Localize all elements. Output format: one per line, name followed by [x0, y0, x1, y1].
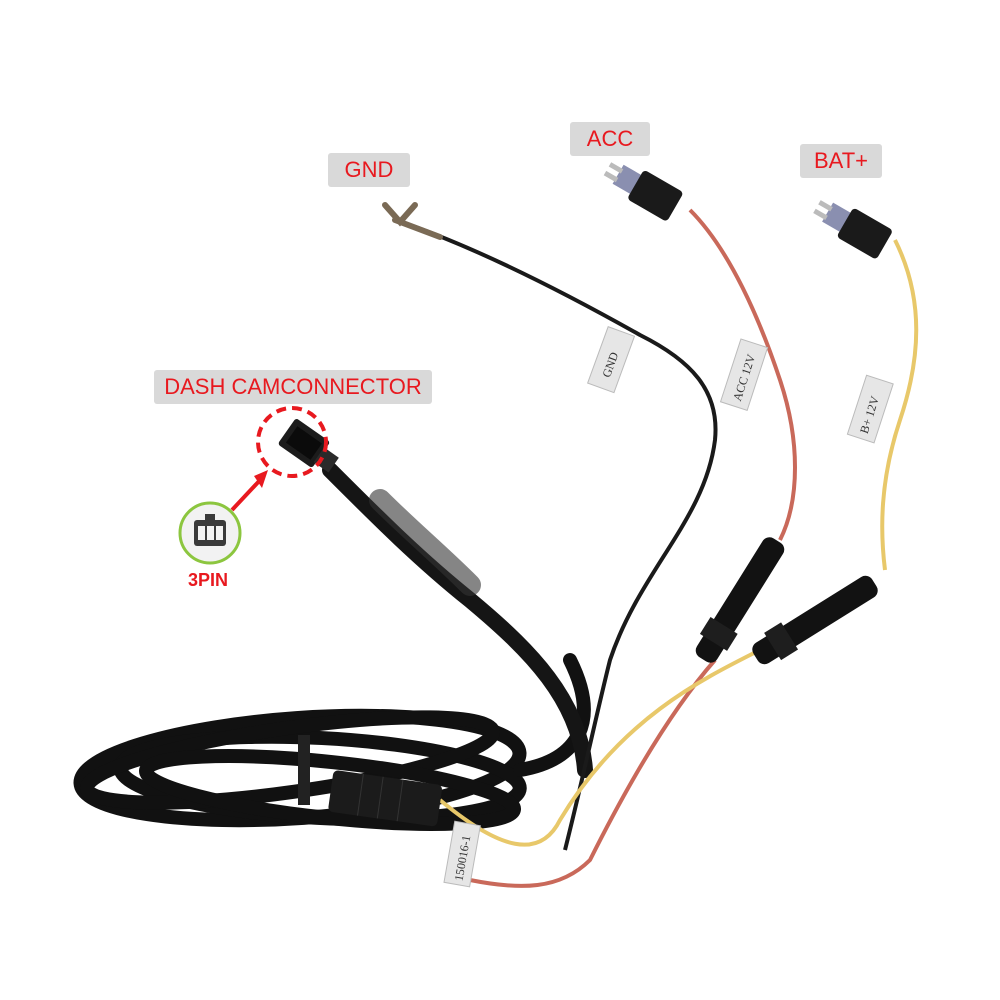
junction-block	[328, 770, 442, 827]
acc-wire-tag: ACC 12V	[719, 338, 769, 412]
bat-wire	[438, 239, 919, 847]
bat-wire-tag: B+ 12V	[846, 374, 894, 444]
pin-icon	[178, 501, 242, 565]
bat-fuse-holder	[752, 575, 878, 665]
acc-blade-fuse	[603, 162, 683, 221]
bat-blade-fuse	[813, 200, 892, 259]
gnd-wire	[409, 223, 718, 851]
dash-cam-lead	[322, 462, 593, 778]
cable-tag: 150016-1	[443, 820, 481, 888]
acc-label: ACC	[570, 122, 650, 156]
pin-count-label: 3PIN	[187, 570, 229, 590]
cable-clip	[298, 735, 310, 805]
dash-connector	[278, 419, 339, 473]
bat-label: BAT+	[800, 144, 882, 178]
gnd-wire-tag: GND	[587, 326, 636, 394]
pointer-arrow	[230, 476, 264, 512]
dash-connector-label: DASH CAMCONNECTOR	[154, 370, 432, 404]
connector-highlight-circle	[256, 406, 328, 478]
acc-wire	[469, 208, 797, 888]
ring-terminal	[382, 202, 443, 240]
cable-coil	[73, 653, 591, 831]
acc-fuse-holder	[695, 537, 785, 663]
gnd-label: GND	[328, 153, 410, 187]
